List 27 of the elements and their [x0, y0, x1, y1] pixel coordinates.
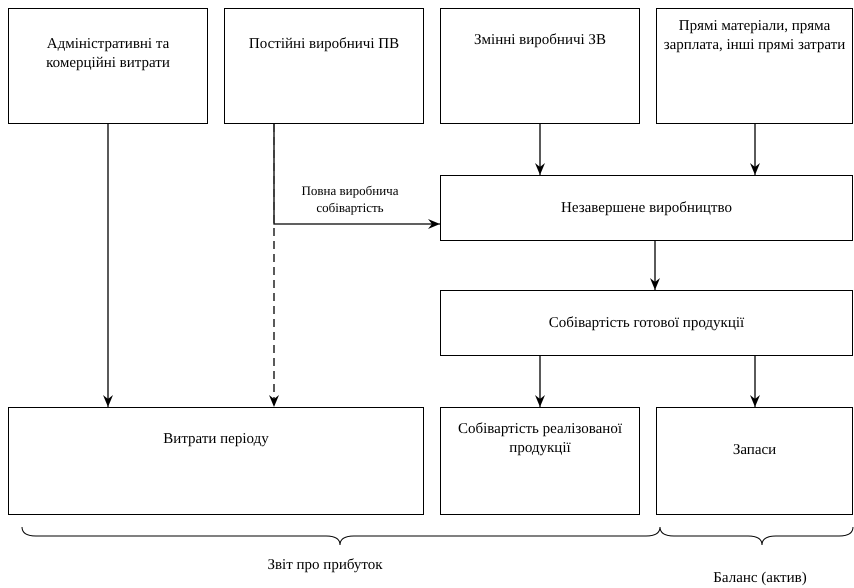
arrow: [535, 356, 545, 407]
process-box: [656, 8, 853, 124]
box-text: Собівартість готової продукції: [548, 314, 746, 332]
process-box: [440, 175, 853, 241]
arrow: [750, 356, 760, 407]
process-box: [440, 290, 853, 356]
arrow: [750, 124, 760, 175]
process-box: [440, 407, 640, 515]
arrow: [273, 124, 440, 229]
box-text: Адміністративні та комерційні витрати: [45, 35, 171, 73]
box-text: Незавершене виробництво: [560, 198, 733, 218]
box-text: Прямі матеріали, пряма зарплата, інші прямі затрати: [662, 17, 846, 55]
arrow: [650, 241, 660, 290]
brace-label: Баланс (актив): [713, 570, 807, 587]
box-text: Постійні виробничі ПВ: [248, 35, 400, 54]
process-box: [8, 8, 208, 124]
box-text: Запаси: [732, 441, 778, 460]
process-box: [8, 407, 424, 515]
process-box: [656, 407, 853, 515]
process-box: [440, 8, 640, 124]
box-text: Змінні виробничі ЗВ: [473, 31, 607, 50]
process-box: [224, 8, 424, 124]
brace-label: Звіт про прибуток: [267, 557, 383, 574]
arrow: [535, 124, 545, 175]
box-text: Витрати періоду: [162, 430, 270, 449]
arrow: [103, 124, 113, 407]
box-text: Собівартість реалізованої продукції: [456, 420, 624, 458]
